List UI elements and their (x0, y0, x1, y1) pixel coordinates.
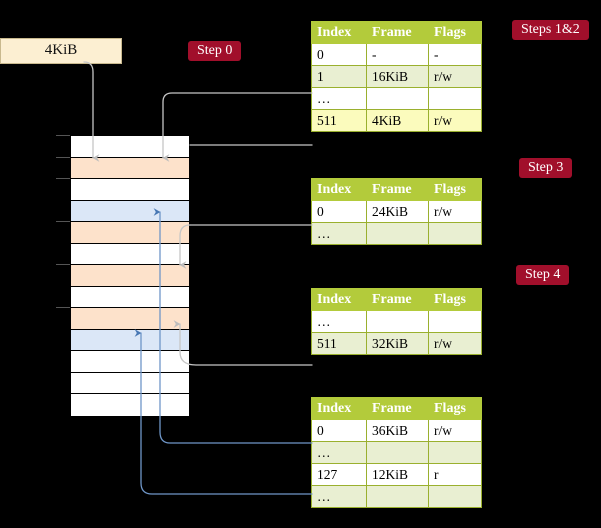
table-row: … (311, 222, 482, 245)
table-cell: 32KiB (366, 332, 429, 355)
table-cell: 0 (311, 419, 367, 442)
badge-step-3: Step 3 (519, 158, 573, 178)
memory-row (71, 136, 189, 158)
table-cell: 0 (311, 200, 367, 223)
table-cell: - (366, 43, 429, 66)
memory-row (71, 329, 189, 351)
memory-row (71, 157, 189, 179)
column-header-frame: Frame (366, 288, 429, 311)
memory-row (71, 179, 189, 201)
table-cell (366, 310, 429, 333)
memory-row (71, 243, 189, 265)
table-cell: 511 (311, 332, 367, 355)
memory-row (71, 308, 189, 330)
wire-step4 (173, 320, 313, 366)
table-cell (428, 441, 482, 464)
memory-row-tick (56, 156, 70, 158)
table-cell: 127 (311, 463, 367, 486)
memory-row (71, 372, 189, 394)
table-cell: r (428, 463, 482, 486)
column-header-flags: Flags (428, 288, 482, 311)
memory-row (71, 265, 189, 287)
table-cell: 511 (311, 109, 367, 132)
badge-steps-1-2: Steps 1&2 (512, 20, 589, 40)
table-cell (366, 87, 429, 110)
memory-row (71, 222, 189, 244)
table-cell (366, 441, 429, 464)
table-cell: 12KiB (366, 463, 429, 486)
column-header-flags: Flags (428, 21, 482, 44)
table-cell: r/w (428, 419, 482, 442)
memory-row (71, 351, 189, 373)
memory-row-tick (56, 178, 70, 179)
table-cell: … (311, 485, 367, 508)
source-frame-box: 4KiB (0, 38, 122, 64)
column-header-flags: Flags (428, 397, 482, 420)
table-row: 0-- (311, 43, 482, 66)
badge-step-4: Step 4 (516, 265, 570, 285)
table-cell (366, 222, 429, 245)
column-header-frame: Frame (366, 178, 429, 201)
table-cell: r/w (428, 109, 482, 132)
table-cell: 1 (311, 65, 367, 88)
table-cell: … (311, 87, 367, 110)
table-cell (428, 310, 482, 333)
column-header-flags: Flags (428, 178, 482, 201)
memory-row-tick (56, 135, 70, 136)
memory-row (71, 394, 189, 416)
memory-row-tick (56, 264, 70, 265)
table-cell: 4KiB (366, 109, 429, 132)
table-row: … (311, 310, 482, 333)
table-cell: … (311, 441, 367, 464)
memory-row-tick (56, 307, 70, 308)
table-cell: 24KiB (366, 200, 429, 223)
table-cell: 16KiB (366, 65, 429, 88)
table-cell (428, 485, 482, 508)
table-cell: … (311, 222, 367, 245)
table-cell: r/w (428, 332, 482, 355)
column-header-frame: Frame (366, 21, 429, 44)
memory-row-tick (56, 221, 70, 222)
table-cell (428, 222, 482, 245)
column-header-index: Index (311, 397, 367, 420)
table-cell (428, 87, 482, 110)
table-cell: r/w (428, 65, 482, 88)
table-cell: … (311, 310, 367, 333)
column-header-index: Index (311, 178, 367, 201)
memory-row (71, 286, 189, 308)
column-header-index: Index (311, 288, 367, 311)
table-row: … (311, 441, 482, 464)
table-row: … (311, 485, 482, 508)
physical-memory-column (70, 135, 190, 416)
badge-step-0: Step 0 (188, 41, 242, 61)
table-row: … (311, 87, 482, 110)
table-cell: r/w (428, 200, 482, 223)
memory-row (71, 200, 189, 222)
table-cell: - (428, 43, 482, 66)
table-cell (366, 485, 429, 508)
table-cell: 0 (311, 43, 367, 66)
column-header-frame: Frame (366, 397, 429, 420)
table-cell: 36KiB (366, 419, 429, 442)
column-header-index: Index (311, 21, 367, 44)
